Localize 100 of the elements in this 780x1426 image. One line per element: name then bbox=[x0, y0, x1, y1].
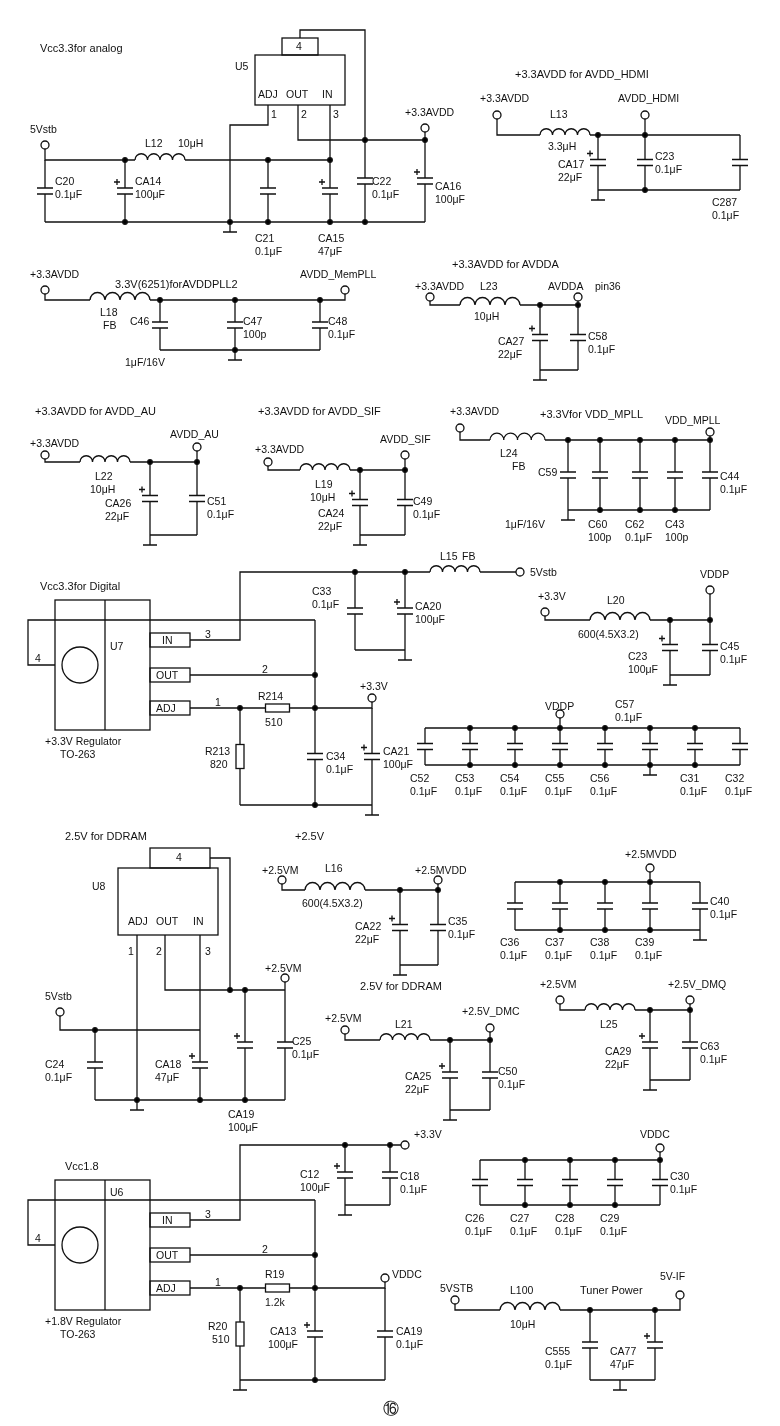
value-label: 0.1μF bbox=[326, 763, 354, 775]
component-label: CA27 bbox=[498, 335, 525, 347]
pin-number: 2 bbox=[262, 663, 268, 675]
component-label: C23 bbox=[655, 150, 675, 162]
component-label: C58 bbox=[588, 330, 608, 342]
value-label: 100p bbox=[243, 328, 267, 340]
value-label: TO-263 bbox=[60, 748, 96, 760]
value-label: 10μH bbox=[310, 491, 336, 503]
net-label: +3.3AVDD bbox=[30, 437, 80, 449]
component-label: L25 bbox=[600, 1018, 618, 1030]
value-label: 0.1μF bbox=[396, 1338, 424, 1350]
component-label: C25 bbox=[292, 1035, 312, 1047]
value-label: 0.1μF bbox=[510, 1225, 538, 1237]
component-label: C27 bbox=[510, 1212, 530, 1224]
pin-number: 4 bbox=[35, 1232, 41, 1244]
component-label: C40 bbox=[710, 895, 730, 907]
value-label: 100μF bbox=[268, 1338, 298, 1350]
component-label: C29 bbox=[600, 1212, 620, 1224]
pin-number: 2 bbox=[301, 108, 307, 120]
component-label: CA14 bbox=[135, 175, 162, 187]
value-label: 100μF bbox=[383, 758, 413, 770]
pin-label: OUT bbox=[156, 669, 179, 681]
component-label: C59 bbox=[538, 466, 558, 478]
section-title: +3.3Vfor VDD_MPLL bbox=[540, 408, 644, 420]
value-label: 600(4.5X3.2) bbox=[578, 628, 639, 640]
net-label: +3.3AVDD bbox=[255, 443, 305, 455]
value-label: 0.1μF bbox=[590, 785, 618, 797]
pin-label: OUT bbox=[156, 915, 179, 927]
value-label: 10μH bbox=[510, 1318, 536, 1330]
component-label: C36 bbox=[500, 936, 520, 948]
value-label: 0.1μF bbox=[312, 598, 340, 610]
value-label: 0.1μF bbox=[545, 949, 573, 961]
pin-label: IN bbox=[193, 915, 204, 927]
component-label: C44 bbox=[720, 470, 740, 482]
component-label: L23 bbox=[480, 280, 498, 292]
net-label: +3.3V bbox=[360, 680, 388, 692]
section-title: 3.3V(6251)forAVDDPLL2 bbox=[115, 278, 238, 290]
component-label: C38 bbox=[590, 936, 610, 948]
value-label: 0.1μF bbox=[45, 1071, 73, 1083]
pin-label: ADJ bbox=[156, 1282, 176, 1294]
section-title: +2.5V bbox=[295, 830, 325, 842]
net-label: VDDC bbox=[640, 1128, 670, 1140]
value-label: 0.1μF bbox=[625, 531, 653, 543]
net-label: AVDDA bbox=[548, 280, 584, 292]
net-label: +2.5V_DMQ bbox=[668, 978, 727, 990]
component-label: C26 bbox=[465, 1212, 485, 1224]
component-label: L19 bbox=[315, 478, 333, 490]
value-label: 0.1μF bbox=[545, 1358, 573, 1370]
value-label: 10μH bbox=[474, 310, 500, 322]
component-label: C53 bbox=[455, 772, 475, 784]
net-label: +2.5MVDD bbox=[625, 848, 677, 860]
net-label: +3.3AVDD bbox=[480, 92, 530, 104]
component-label: C55 bbox=[545, 772, 565, 784]
section-title: 2.5V for DDRAM bbox=[65, 830, 147, 842]
value-label: 100μF bbox=[628, 663, 658, 675]
component-label: C37 bbox=[545, 936, 565, 948]
net-label: VDD_MPLL bbox=[665, 414, 721, 426]
component-label: C12 bbox=[300, 1168, 320, 1180]
component-label: C46 bbox=[130, 315, 150, 327]
value-label: 22μF bbox=[405, 1083, 430, 1095]
pin-number: 2 bbox=[156, 945, 162, 957]
net-label: +2.5VM bbox=[262, 864, 299, 876]
component-label: L22 bbox=[95, 470, 113, 482]
component-label: C18 bbox=[400, 1170, 420, 1182]
value-label: 1μF/16V bbox=[505, 518, 545, 530]
component-label: R20 bbox=[208, 1320, 228, 1332]
component-label: U8 bbox=[92, 880, 106, 892]
value-label: +1.8V Regulator bbox=[45, 1315, 122, 1327]
value-label: 0.1μF bbox=[635, 949, 663, 961]
net-label: AVDD_AU bbox=[170, 428, 219, 440]
value-label: 22μF bbox=[355, 933, 380, 945]
pin-label: OUT bbox=[286, 88, 309, 100]
net-label: AVDD_SIF bbox=[380, 433, 431, 445]
component-label: L24 bbox=[500, 447, 518, 459]
component-label: C54 bbox=[500, 772, 520, 784]
component-label: C35 bbox=[448, 915, 468, 927]
value-label: 100p bbox=[665, 531, 689, 543]
value-label: 0.1μF bbox=[600, 1225, 628, 1237]
pin-number: 2 bbox=[262, 1243, 268, 1255]
net-label: 5Vstb bbox=[45, 990, 72, 1002]
component-label: L18 bbox=[100, 306, 118, 318]
net-label: +2.5VM bbox=[265, 962, 302, 974]
value-label: 0.1μF bbox=[545, 785, 573, 797]
value-label: 0.1μF bbox=[680, 785, 708, 797]
component-label: C555 bbox=[545, 1345, 571, 1357]
value-label: 0.1μF bbox=[590, 949, 618, 961]
net-label: +3.3AVDD bbox=[30, 268, 80, 280]
value-label: 10μH bbox=[90, 483, 116, 495]
net-label: +3.3V bbox=[414, 1128, 442, 1140]
pin-label: ADJ bbox=[258, 88, 278, 100]
pin-label: OUT bbox=[156, 1249, 179, 1261]
value-label: 100μF bbox=[300, 1181, 330, 1193]
component-label: CA18 bbox=[155, 1058, 182, 1070]
net-label: pin36 bbox=[595, 280, 621, 292]
value-label: 100μF bbox=[415, 613, 445, 625]
pin-label: IN bbox=[322, 88, 333, 100]
value-label: 1.2k bbox=[265, 1296, 285, 1308]
component-label: R214 bbox=[258, 690, 284, 702]
value-label: 0.1μF bbox=[670, 1183, 698, 1195]
section-title: +3.3AVDD for AVDD_AU bbox=[35, 405, 156, 417]
